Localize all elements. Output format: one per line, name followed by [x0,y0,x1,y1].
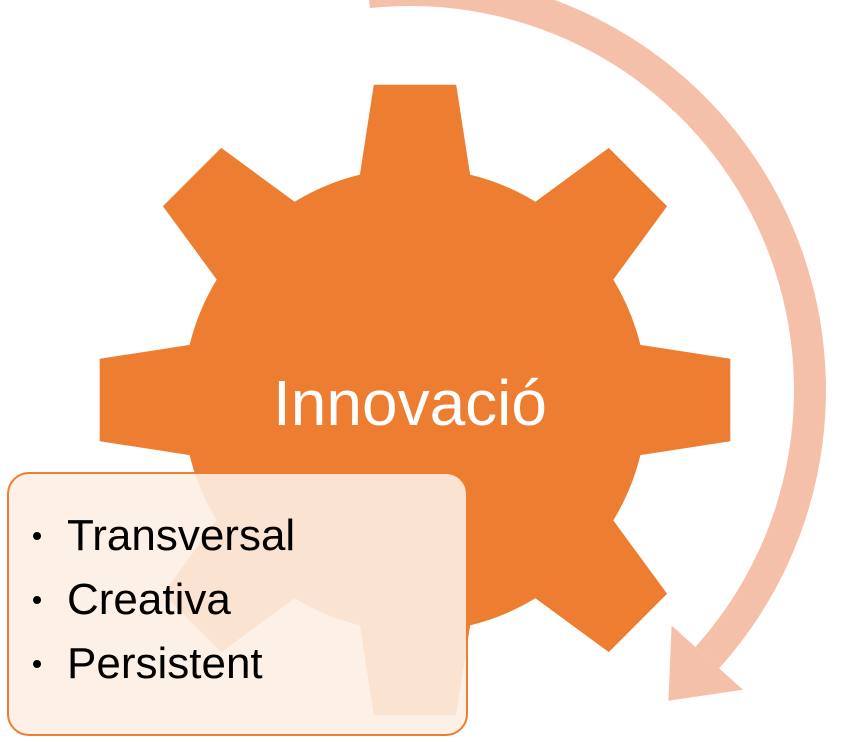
attribute-item: Transversal [33,504,295,568]
attribute-item: Creativa [33,568,295,632]
attribute-label: Persistent [67,639,263,688]
bullet-icon [33,660,41,668]
bullet-icon [33,596,41,604]
attribute-label: Creativa [67,575,231,624]
attribute-label: Transversal [67,511,296,560]
cycle-arrowhead-icon [668,625,743,701]
gear-center-label: Innovació [273,367,547,439]
bullet-icon [33,532,41,540]
attribute-item: Persistent [33,632,295,696]
